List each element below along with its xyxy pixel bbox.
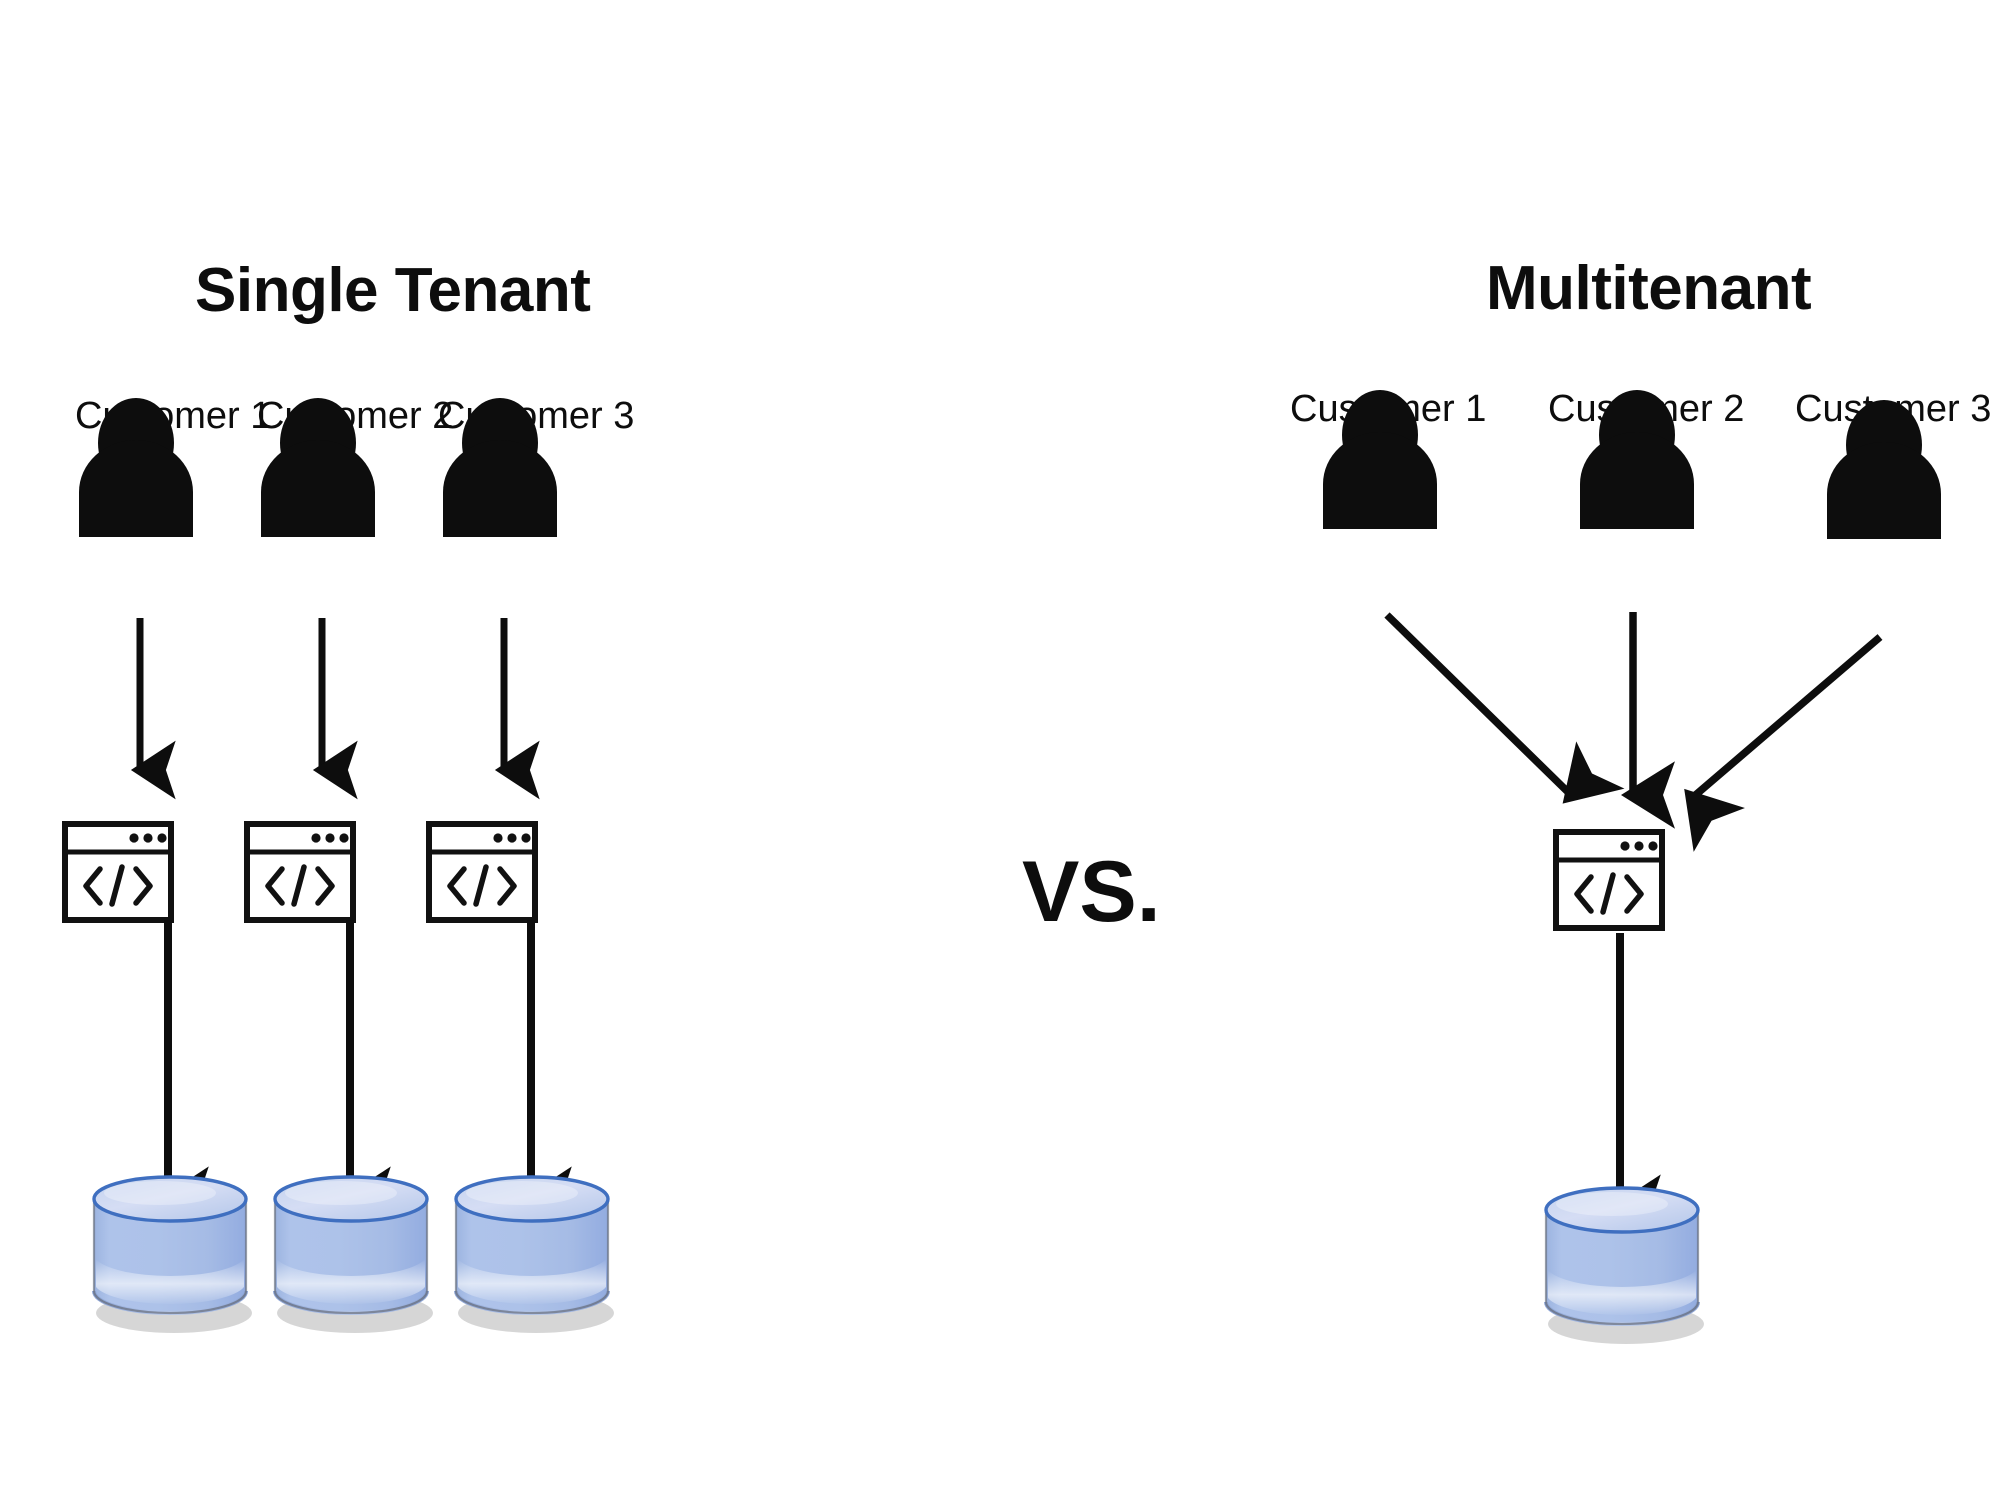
person-icon-st-3 — [443, 398, 557, 537]
versus-label: VS. — [1022, 844, 1161, 940]
arrow-diagonal-down-right-icon-mt-1 — [1384, 612, 1625, 804]
page-title-single-tenant: Single Tenant — [195, 256, 591, 325]
database-icon-st-3 — [454, 1175, 616, 1335]
person-icon-mt-3 — [1827, 400, 1941, 539]
database-icon-mt — [1544, 1186, 1706, 1346]
page-title-multitenant: Multitenant — [1486, 254, 1812, 323]
arrow-diagonal-down-left-icon-mt-3 — [1684, 634, 1883, 852]
code-window-icon-st-3 — [429, 824, 535, 920]
code-window-icon-st-1 — [65, 824, 171, 920]
person-icon-mt-1 — [1323, 390, 1437, 529]
database-icon-st-1 — [92, 1175, 254, 1335]
code-window-icon-mt — [1556, 832, 1662, 928]
database-icon-st-2 — [273, 1175, 435, 1335]
person-icon-st-1 — [79, 398, 193, 537]
person-icon-st-2 — [261, 398, 375, 537]
person-icon-mt-2 — [1580, 390, 1694, 529]
code-window-icon-st-2 — [247, 824, 353, 920]
